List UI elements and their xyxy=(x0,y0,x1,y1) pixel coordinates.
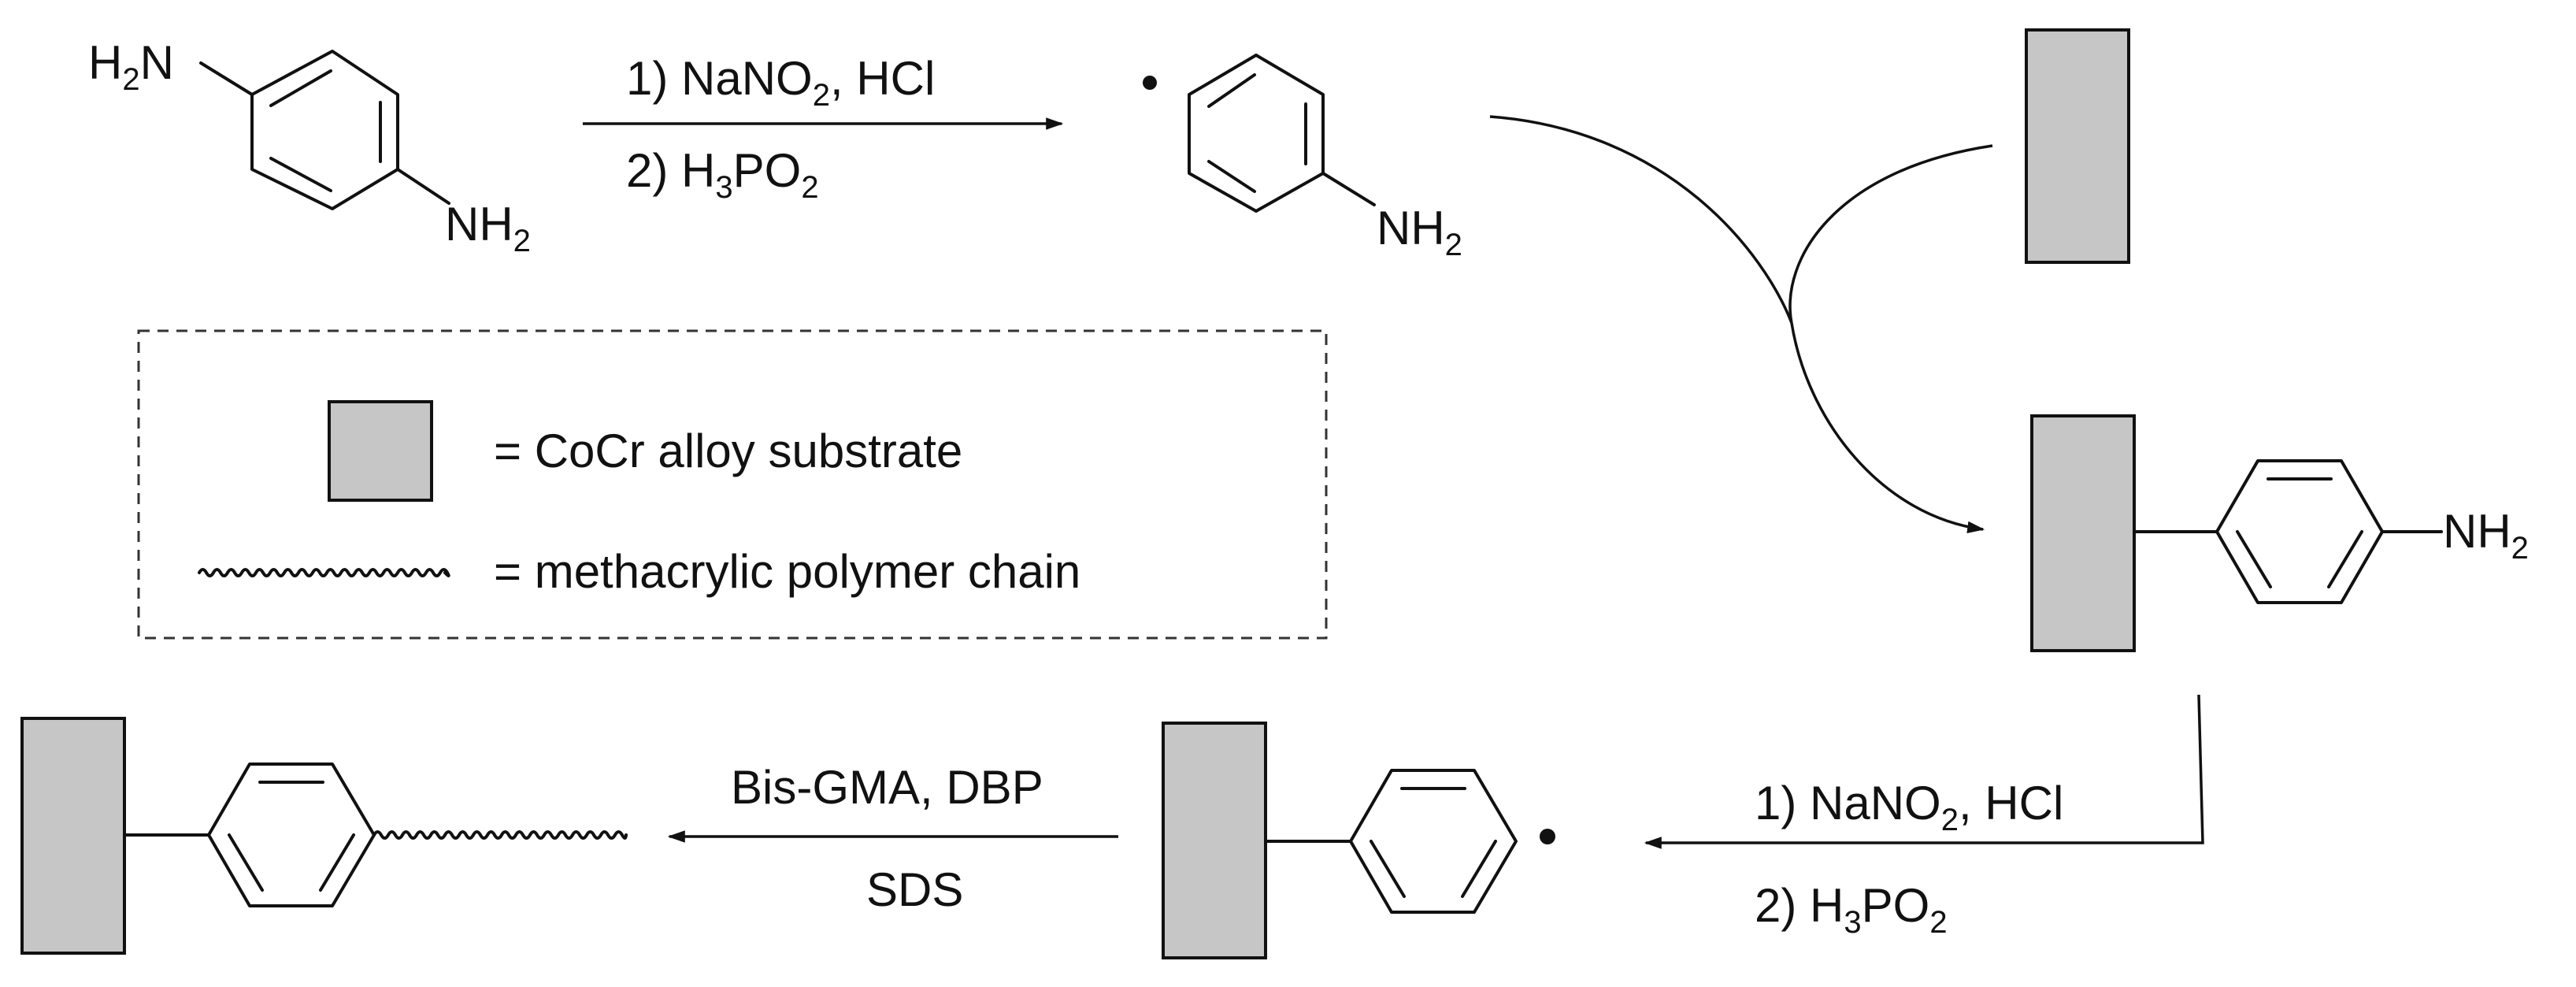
legend-substrate-icon xyxy=(328,400,433,502)
amine-group-bottom: NH2 xyxy=(445,198,531,258)
double-bond xyxy=(228,833,264,892)
legend-box xyxy=(137,329,1328,640)
grafted-phenyl-radical xyxy=(1162,722,1555,959)
step3-reagent-line1: Bis-GMA, DBP xyxy=(731,761,1043,814)
double-bond xyxy=(269,69,332,107)
benzene-ring-2 xyxy=(1188,54,1325,213)
double-bond xyxy=(1207,73,1256,108)
radical-dot xyxy=(1540,829,1555,844)
amine-group: NH2 xyxy=(1377,202,1462,262)
double-bond xyxy=(1370,840,1406,898)
grafting-arrow xyxy=(1489,115,1993,534)
amine-group: NH2 xyxy=(2443,505,2529,566)
curve-incoming xyxy=(1489,115,1793,324)
step3-arrow: Bis-GMA, DBP SDS xyxy=(667,761,1118,916)
curve-outgoing xyxy=(1790,322,1985,534)
benzene-ring-5 xyxy=(207,763,376,907)
amine-bond xyxy=(1321,172,1376,206)
arrow-line xyxy=(1644,694,2204,849)
step3-reagent-line2: SDS xyxy=(866,863,963,916)
grafted-aminophenyl: NH2 xyxy=(2030,414,2529,652)
double-bond xyxy=(319,833,355,892)
aminophenyl-radical: NH2 xyxy=(1143,54,1462,262)
curve-from-substrate xyxy=(1788,144,1993,324)
double-bond xyxy=(269,157,332,192)
legend-polymer-label: = methacrylic polymer chain xyxy=(494,545,1080,598)
cocr-substrate xyxy=(1162,722,1267,959)
cocr-substrate xyxy=(2030,414,2136,652)
cocr-substrate xyxy=(20,717,126,955)
step2-reagent-line2: 2) H3PO2 xyxy=(1755,879,1948,940)
legend-polymer-icon xyxy=(198,568,450,577)
step1-arrow: 1) NaNO2, HCl 2) H3PO2 xyxy=(583,52,1064,205)
double-bond xyxy=(2236,530,2272,588)
radical-dot xyxy=(1143,76,1157,90)
amine-bond-bottom xyxy=(396,168,450,205)
double-bond xyxy=(1207,160,1256,193)
p-phenylenediamine: H2N NH2 xyxy=(88,36,531,258)
amine-bond-top xyxy=(199,61,254,96)
double-bond xyxy=(1461,840,1497,898)
benzene-ring-3 xyxy=(2215,459,2384,604)
polymer-grafted-product xyxy=(20,717,628,955)
step1-reagent-line2: 2) H3PO2 xyxy=(626,144,819,205)
legend-substrate-label: = CoCr alloy substrate xyxy=(494,425,962,477)
step2-reagent-line1: 1) NaNO2, HCl xyxy=(1755,777,2063,837)
legend: = CoCr alloy substrate = methacrylic pol… xyxy=(137,329,1328,640)
double-bond xyxy=(2327,530,2363,588)
step1-reagent-line1: 1) NaNO2, HCl xyxy=(626,52,935,113)
step2-arrow: 1) NaNO2, HCl 2) H3PO2 xyxy=(1644,694,2204,940)
polymer-chain xyxy=(373,830,628,840)
cocr-substrate xyxy=(2025,28,2130,264)
amine-group-top: H2N xyxy=(88,36,174,97)
benzene-ring-4 xyxy=(1349,769,1518,914)
